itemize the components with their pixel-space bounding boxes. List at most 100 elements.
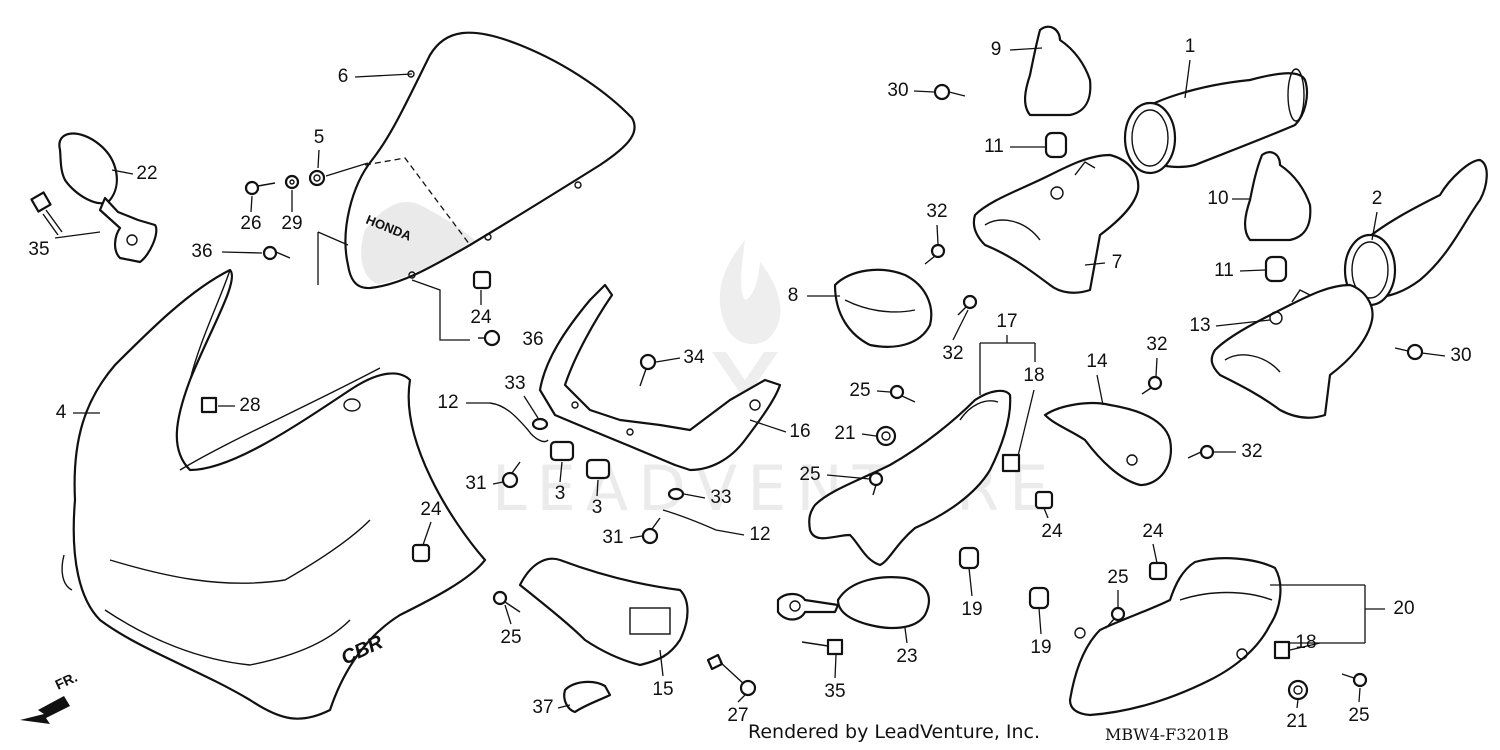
callout-36: 36 — [522, 329, 543, 350]
screw-26 — [244, 180, 276, 196]
cowl-stay — [538, 283, 782, 472]
upper-cowl: CBR — [61, 268, 487, 720]
callout-9: 9 — [991, 39, 1002, 60]
grommet-19-a — [958, 546, 980, 570]
nut-21-a — [875, 425, 897, 447]
screw-36-upper — [262, 245, 291, 261]
callout-37: 37 — [532, 697, 553, 718]
screw-36-lower — [478, 329, 501, 347]
callout-14: 14 — [1086, 351, 1108, 372]
nut-5 — [308, 169, 326, 187]
nut-21-b — [1287, 679, 1309, 701]
callout-25: 25 — [799, 464, 820, 485]
inner-panel-15 — [518, 557, 689, 667]
bolt-35-right — [801, 638, 844, 656]
callout-36: 36 — [191, 241, 212, 262]
callout-8: 8 — [788, 285, 799, 306]
callout-26: 26 — [240, 213, 261, 234]
callout-13: 13 — [1189, 315, 1210, 336]
callout-34: 34 — [683, 347, 705, 368]
screw-25-e — [1341, 672, 1368, 688]
callout-35: 35 — [28, 239, 49, 260]
callout-20: 20 — [1393, 598, 1414, 619]
callout-30: 30 — [1450, 345, 1471, 366]
callout-35: 35 — [824, 681, 845, 702]
air-duct-7 — [972, 153, 1140, 294]
duct-cover-10 — [1244, 151, 1312, 242]
spring-12-upper — [489, 402, 549, 443]
callout-31: 31 — [465, 473, 486, 494]
callout-2: 2 — [1372, 188, 1383, 209]
callout-15: 15 — [652, 679, 673, 700]
callout-30: 30 — [887, 80, 908, 101]
callout-31: 31 — [602, 527, 623, 548]
callout-19: 19 — [961, 599, 982, 620]
callout-24: 24 — [470, 307, 492, 328]
callout-33: 33 — [504, 373, 525, 394]
grommet-19-b — [1028, 586, 1050, 610]
clip-18 — [1273, 640, 1291, 660]
screw-32-b — [957, 294, 978, 316]
callout-12: 12 — [749, 524, 770, 545]
callout-24: 24 — [1041, 521, 1063, 542]
screw-31-lower — [641, 517, 661, 545]
callout-25: 25 — [1348, 705, 1369, 726]
leader-lines — [54, 47, 1446, 709]
grommet-11-upper — [1044, 131, 1068, 159]
grommet-33-upper — [531, 417, 549, 431]
duct-cover-9 — [1024, 25, 1092, 117]
grommet-11-lower — [1264, 255, 1288, 283]
callout-33: 33 — [710, 487, 731, 508]
footer-credit: Rendered by LeadVenture, Inc. — [748, 721, 1040, 743]
mirror-left — [58, 132, 158, 264]
clip-30-lower — [1394, 343, 1424, 361]
air-duct-1 — [1123, 68, 1309, 175]
screw-25-left — [492, 590, 521, 613]
grommet-24-upper — [472, 270, 492, 290]
callout-32: 32 — [1241, 441, 1262, 462]
callout-11: 11 — [984, 136, 1004, 157]
callout-32: 32 — [1146, 334, 1167, 355]
callout-21: 21 — [834, 423, 855, 444]
callout-10: 10 — [1207, 188, 1228, 209]
callout-24: 24 — [1142, 521, 1164, 542]
callout-16: 16 — [789, 421, 810, 442]
screw-31-upper — [501, 461, 521, 489]
callout-21: 21 — [1286, 711, 1307, 732]
front-direction-indicator: FR. — [20, 669, 80, 724]
callout-28: 28 — [239, 395, 260, 416]
callout-25: 25 — [849, 380, 870, 401]
front-marker: FR. — [53, 669, 80, 693]
bolt-27 — [706, 653, 757, 697]
callout-27: 27 — [727, 705, 748, 726]
callout-6: 6 — [338, 66, 349, 87]
callout-17: 17 — [996, 311, 1017, 332]
screw-32-a — [924, 243, 946, 265]
callout-29: 29 — [281, 213, 302, 234]
callout-18: 18 — [1295, 632, 1316, 653]
callout-25: 25 — [1107, 567, 1128, 588]
washer-29 — [284, 174, 300, 190]
screw-32-d — [1187, 444, 1215, 460]
callout-22: 22 — [136, 163, 157, 184]
callout-24: 24 — [420, 499, 442, 520]
panel-14 — [1043, 401, 1173, 487]
screw-25-b — [889, 384, 916, 403]
rubber-3-b — [585, 458, 611, 480]
windscreen: HONDA — [344, 31, 636, 290]
air-duct-13 — [1210, 283, 1374, 419]
callout-3: 3 — [555, 483, 566, 504]
band-37 — [563, 680, 612, 714]
spring-12-lower — [662, 509, 717, 531]
callout-32: 32 — [926, 201, 947, 222]
callout-32: 32 — [942, 343, 963, 364]
drawing-code: MBW4-F3201B — [1105, 725, 1229, 744]
screw-32-c — [1141, 375, 1163, 395]
callout-19: 19 — [1030, 637, 1051, 658]
callout-12: 12 — [437, 392, 458, 413]
bolt-35-left — [30, 191, 63, 236]
callout-11: 11 — [1214, 260, 1234, 281]
callout-18: 18 — [1023, 365, 1044, 386]
grommet-24-lower — [1148, 561, 1168, 581]
